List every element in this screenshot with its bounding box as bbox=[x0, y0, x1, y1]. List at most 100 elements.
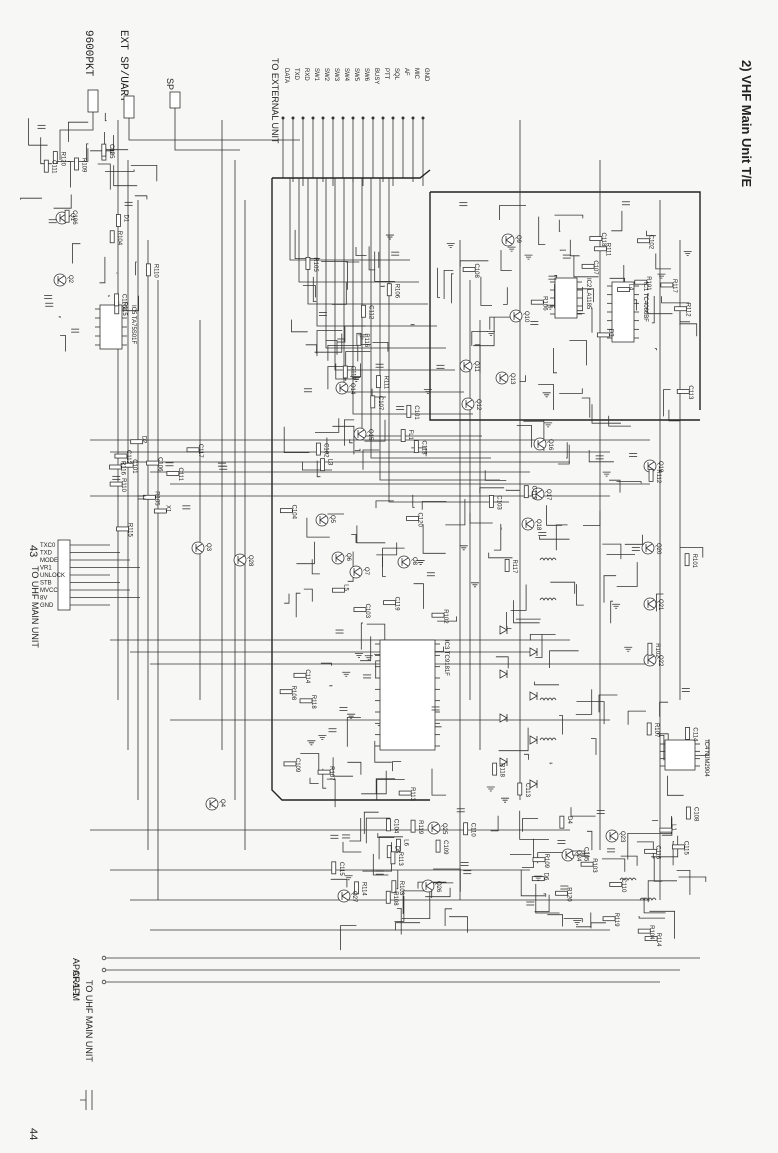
resistor bbox=[186, 447, 200, 453]
local-wire bbox=[573, 255, 599, 278]
transistor-lead bbox=[537, 439, 545, 445]
resistor bbox=[489, 495, 494, 508]
transistor-lead bbox=[335, 557, 343, 563]
component-label: C119 bbox=[530, 486, 536, 501]
component-label: R107 bbox=[653, 723, 659, 738]
transistor bbox=[427, 821, 441, 835]
local-wire bbox=[459, 260, 489, 267]
resistor bbox=[617, 287, 630, 292]
transistor-lead bbox=[209, 799, 217, 805]
component-label: D2 bbox=[141, 436, 147, 444]
local-wire bbox=[108, 295, 110, 297]
local-wire bbox=[309, 777, 319, 784]
bus-wire bbox=[352, 178, 473, 415]
local-wire bbox=[60, 335, 66, 352]
local-wire bbox=[655, 816, 672, 834]
ground-symbol bbox=[459, 545, 468, 551]
local-wire bbox=[627, 710, 646, 725]
ground-symbol bbox=[573, 920, 582, 925]
local-wire bbox=[539, 536, 570, 540]
component-label: C118 bbox=[420, 441, 426, 456]
ic-label: IC5 TA75S01F bbox=[130, 305, 136, 344]
ext-pin-label: SW3 bbox=[333, 68, 339, 82]
transistor-lead bbox=[425, 881, 433, 887]
transistor-label: Q17 bbox=[545, 489, 551, 501]
bus-wire bbox=[370, 178, 491, 459]
resistor bbox=[396, 838, 401, 852]
inductor bbox=[539, 557, 557, 561]
local-wire bbox=[679, 323, 698, 337]
local-wire bbox=[620, 855, 638, 866]
local-wire bbox=[583, 510, 601, 526]
uhf-pin-label: STB bbox=[40, 581, 52, 587]
ground-symbol bbox=[470, 582, 479, 588]
local-wire bbox=[676, 870, 691, 895]
transistor-label: Q26 bbox=[435, 881, 441, 893]
transistor bbox=[331, 551, 345, 565]
resistor bbox=[644, 936, 658, 941]
local-wire bbox=[330, 878, 348, 888]
transistor-lead bbox=[195, 543, 203, 549]
components bbox=[37, 89, 700, 1110]
local-wire bbox=[566, 442, 568, 459]
local-wire bbox=[68, 121, 89, 142]
local-wire bbox=[521, 838, 534, 868]
local-wire bbox=[331, 282, 347, 305]
local-wire bbox=[510, 854, 532, 855]
transistor-lead bbox=[357, 433, 365, 439]
transistor-label: Q18 bbox=[535, 519, 541, 531]
uhf-pin-label: MVCC bbox=[40, 588, 58, 594]
local-wire bbox=[647, 293, 673, 315]
component-label: C106 bbox=[157, 457, 163, 472]
resistor bbox=[685, 727, 690, 740]
local-wire bbox=[312, 276, 317, 302]
local-wire bbox=[97, 163, 111, 190]
local-wire bbox=[306, 517, 330, 538]
ground-symbol bbox=[307, 740, 316, 746]
inductor bbox=[539, 737, 557, 741]
local-wire bbox=[591, 404, 621, 424]
local-wire bbox=[546, 505, 563, 526]
ext-pin-label: SW4 bbox=[343, 68, 349, 82]
transistor-lead bbox=[609, 835, 617, 841]
transistor-lead bbox=[431, 827, 439, 833]
component-label: C117 bbox=[197, 444, 203, 459]
component-label: R119 bbox=[613, 913, 619, 928]
ground-symbol bbox=[524, 254, 533, 260]
component-label: R106 bbox=[393, 284, 399, 299]
local-wire bbox=[378, 836, 403, 860]
ground-symbol bbox=[354, 652, 363, 658]
transistor bbox=[509, 309, 523, 323]
transistor-lead bbox=[353, 567, 361, 573]
local-wire bbox=[365, 817, 391, 844]
component-label: R102 bbox=[442, 609, 448, 624]
local-wire bbox=[550, 581, 576, 594]
resistor bbox=[674, 306, 688, 312]
transistor-lead bbox=[645, 543, 653, 549]
resistor bbox=[146, 460, 160, 466]
local-wire bbox=[431, 768, 447, 796]
component-label: L1 bbox=[670, 824, 676, 831]
local-wire bbox=[303, 588, 313, 602]
connector-bottom-label: TO UHF MAIN UNIT bbox=[84, 980, 94, 1062]
resistor bbox=[406, 516, 419, 521]
local-wire bbox=[638, 916, 665, 919]
resistor bbox=[644, 848, 658, 854]
component-label: R110 bbox=[120, 478, 126, 493]
transistor-label: Q8 bbox=[411, 557, 417, 566]
local-wire bbox=[351, 534, 357, 543]
transistor-label: Q22 bbox=[657, 655, 663, 667]
component-label: C104 bbox=[392, 819, 398, 834]
local-wire bbox=[503, 287, 508, 305]
local-wire bbox=[609, 479, 621, 493]
local-wire bbox=[538, 384, 554, 410]
local-wire bbox=[569, 340, 587, 366]
local-wire bbox=[344, 419, 355, 446]
local-wire bbox=[113, 165, 138, 187]
transistor-lead bbox=[505, 235, 513, 241]
component-label: C119 bbox=[394, 597, 400, 612]
transistor-lead bbox=[195, 547, 203, 553]
transistor bbox=[495, 371, 509, 385]
